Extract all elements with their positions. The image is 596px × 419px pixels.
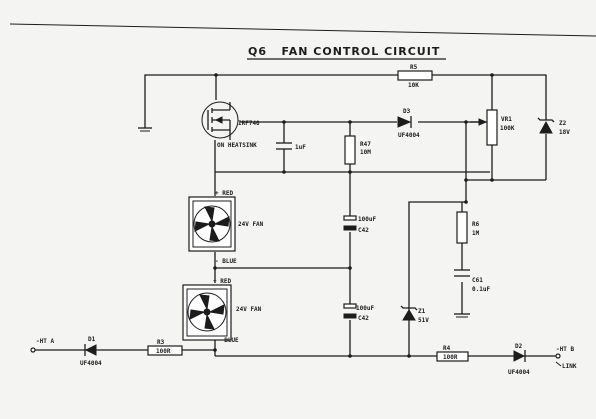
resistor-r4: R4 100R: [436, 345, 469, 362]
svg-text:UF4004: UF4004: [80, 360, 102, 367]
svg-text:UF4004: UF4004: [508, 369, 530, 376]
potentiometer-vr1: VR1 100K: [470, 109, 515, 146]
svg-text:-HT B: -HT B: [556, 346, 574, 353]
svg-text:R3: R3: [157, 339, 165, 346]
svg-text:D1: D1: [88, 336, 96, 343]
resistor-r5: R5 10K: [397, 64, 433, 89]
svg-text:Z1: Z1: [418, 308, 426, 315]
svg-text:VR1: VR1: [501, 116, 512, 123]
svg-text:Z2: Z2: [559, 120, 567, 127]
capacitor-c61: C61 0.1uF: [454, 269, 490, 318]
svg-text:1uF: 1uF: [295, 144, 306, 151]
resistor-r3: R3 100R: [147, 339, 183, 356]
zener-z1: Z1 51V: [400, 305, 429, 324]
mosfet-irf740: IRF740 ON HEATSINK: [201, 101, 260, 149]
svg-text:100uF: 100uF: [356, 305, 374, 312]
svg-text:51V: 51V: [418, 317, 429, 324]
svg-text:100R: 100R: [156, 348, 171, 355]
svg-text:100K: 100K: [500, 125, 515, 132]
svg-text:D3: D3: [403, 108, 411, 115]
svg-text:C61: C61: [472, 277, 483, 284]
svg-text:+ RED: + RED: [215, 190, 233, 197]
svg-text:10K: 10K: [408, 82, 419, 89]
svg-text:ON HEATSINK: ON HEATSINK: [217, 142, 257, 149]
wires: [35, 74, 556, 357]
svg-text:R47: R47: [360, 141, 371, 148]
svg-text:D2: D2: [515, 343, 523, 350]
svg-text:- BLUE: - BLUE: [215, 258, 237, 265]
svg-text:0.1uF: 0.1uF: [472, 286, 490, 293]
resistor-r6: R6 1M: [456, 211, 480, 244]
capacitor-1uf: 1uF: [276, 142, 306, 151]
fan-bottom: + RED 24V FAN - BLUE: [182, 278, 262, 344]
ground-marker: [138, 127, 152, 132]
svg-text:- BLUE: - BLUE: [217, 337, 239, 344]
svg-text:+ RED: + RED: [213, 278, 231, 285]
capacitor-c42-top: 100uF C42: [343, 215, 376, 234]
capacitor-c42-bottom: 100uF C42: [343, 303, 374, 322]
paper-edge: [9, 23, 596, 37]
svg-text:100R: 100R: [443, 354, 458, 361]
diode-d3: D3 UF4004: [397, 108, 420, 139]
svg-text:IRF740: IRF740: [238, 120, 260, 127]
svg-text:24V FAN: 24V FAN: [236, 306, 262, 313]
resistor-r47: R47 10M: [344, 135, 371, 165]
svg-text:-HT A: -HT A: [36, 338, 54, 345]
terminal-ht-a: -HT A: [30, 338, 54, 353]
svg-text:24V FAN: 24V FAN: [238, 221, 264, 228]
fan-top: + RED 24V FAN - BLUE: [188, 190, 264, 265]
svg-text:R4: R4: [443, 345, 451, 352]
svg-text:R5: R5: [410, 64, 418, 71]
svg-text:100uF: 100uF: [358, 216, 376, 223]
svg-text:10M: 10M: [360, 149, 371, 156]
junction-dots: [213, 73, 494, 358]
zener-z2: Z2 18V: [537, 108, 570, 136]
svg-text:LINK: LINK: [562, 363, 577, 370]
svg-text:C42: C42: [358, 315, 369, 322]
diode-d1: D1 UF4004: [80, 336, 102, 367]
svg-text:1M: 1M: [472, 230, 480, 237]
svg-text:18V: 18V: [559, 129, 570, 136]
svg-text:C42: C42: [358, 227, 369, 234]
svg-text:UF4004: UF4004: [398, 132, 420, 139]
terminal-ht-b: -HT B LINK: [555, 346, 577, 370]
diode-d2: D2 UF4004: [508, 343, 530, 376]
svg-text:R6: R6: [472, 221, 480, 228]
diagram-title: Q6 FAN CONTROL CIRCUIT: [248, 45, 440, 58]
